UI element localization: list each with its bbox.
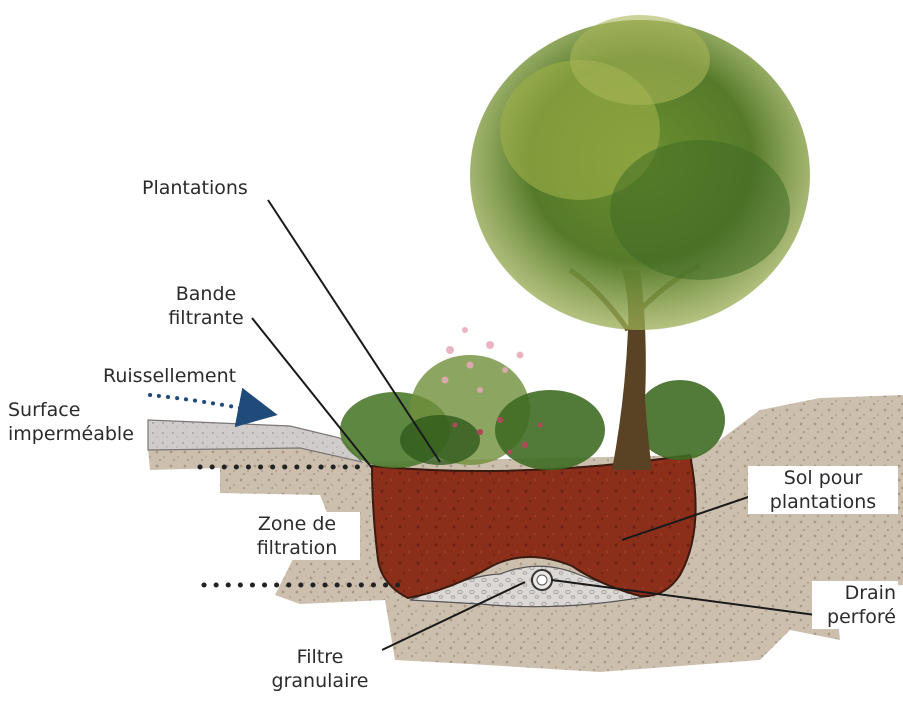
label-bande-filtrante: Bande filtrante (164, 282, 248, 330)
label-filtre-granulaire: Filtre granulaire (258, 645, 382, 693)
label-drain-perfore: Drain perforé (812, 581, 898, 629)
label-zone-filtration: Zone de filtration (234, 512, 360, 560)
runoff-arrow (150, 395, 262, 412)
label-ruissellement: Ruissellement (101, 364, 238, 388)
label-plantations: Plantations (140, 176, 250, 200)
label-surface-impermeable: Surface imperméable (6, 398, 136, 446)
label-sol-plantations: Sol pour plantations (748, 466, 898, 514)
perforated-drain-pipe (532, 570, 552, 590)
